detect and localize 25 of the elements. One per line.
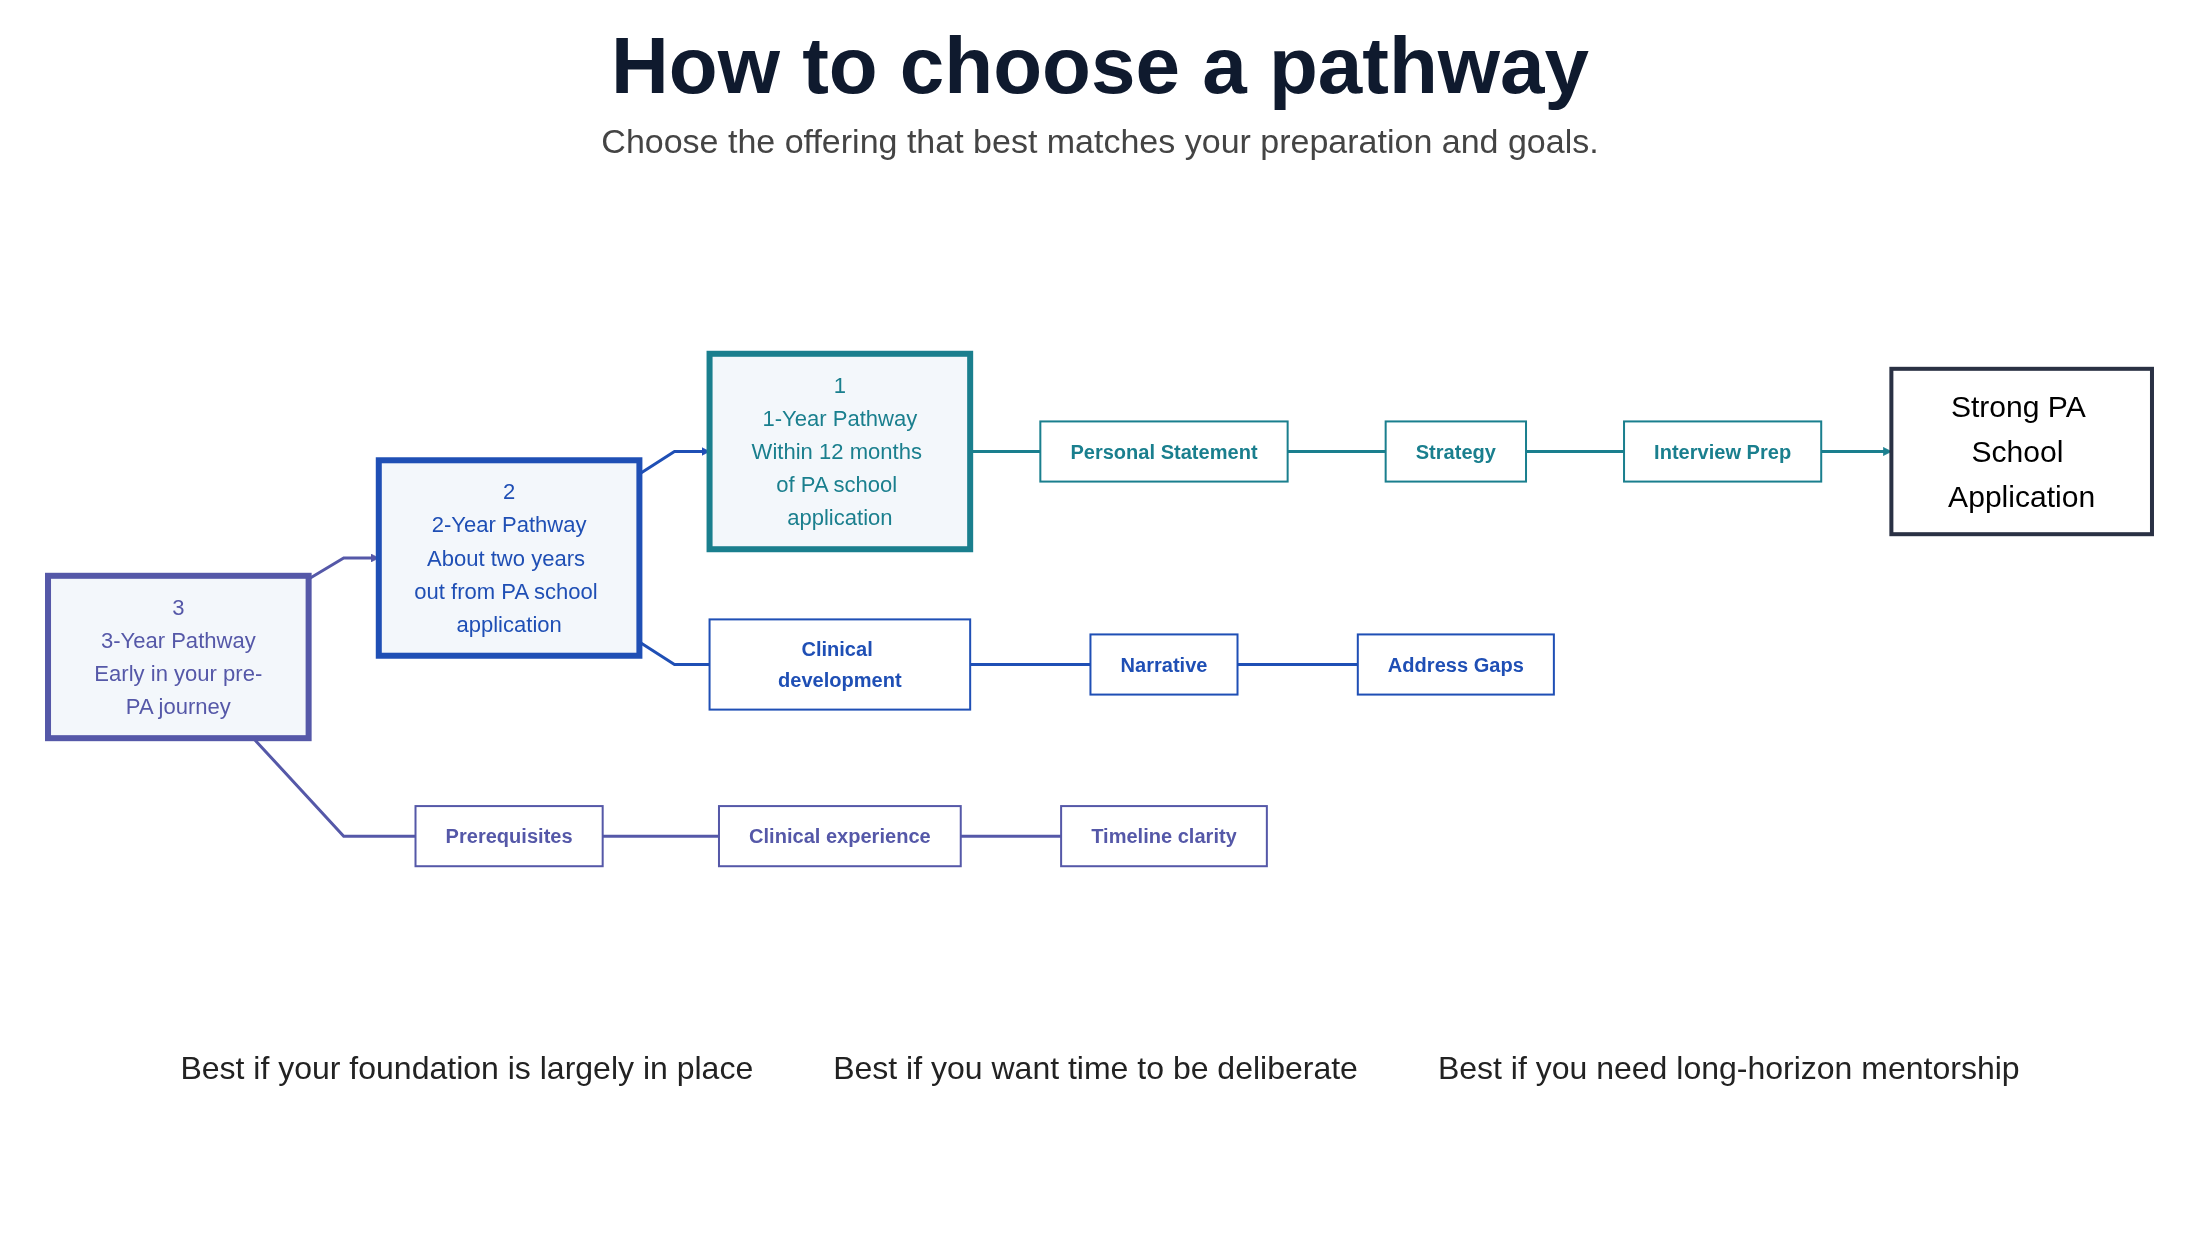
connector xyxy=(1526,450,1625,453)
node-box: Clinical experience xyxy=(718,805,962,868)
node-box: Address Gaps xyxy=(1356,633,1555,696)
node-box: Strong PA School Application xyxy=(1889,366,2154,537)
subtitle: Choose the offering that best matches your preparation and goals. xyxy=(601,122,1599,161)
connector xyxy=(970,663,1091,666)
node-box: Prerequisites xyxy=(414,805,604,868)
node-box: Clinical development xyxy=(708,618,972,711)
node-box: Narrative xyxy=(1089,633,1239,696)
connector xyxy=(602,834,719,838)
connector xyxy=(960,834,1062,838)
node-box: Personal Statement xyxy=(1039,420,1289,483)
node-box: 3 3-Year Pathway Early in your pre-PA journey xyxy=(45,572,312,742)
title: How to choose a pathway xyxy=(611,20,1589,112)
note-text: Best if your foundation is largely in place xyxy=(180,1050,754,1087)
node-box: Interview Prep xyxy=(1623,420,1823,483)
connector xyxy=(1237,663,1358,666)
node-box: Strategy xyxy=(1384,420,1527,483)
node-box: 2 2-Year Pathway About two years out from PA school application xyxy=(375,457,643,659)
node-box: 1 1-Year Pathway Within 12 months of PA school application xyxy=(706,350,974,553)
connector xyxy=(970,450,1041,453)
connector xyxy=(1287,450,1386,453)
note-text: Best if you want time to be deliberate xyxy=(833,1050,1358,1087)
note-text: Best if you need long-horizon mentorship xyxy=(1437,1050,2020,1087)
node-box: Timeline clarity xyxy=(1060,805,1268,868)
